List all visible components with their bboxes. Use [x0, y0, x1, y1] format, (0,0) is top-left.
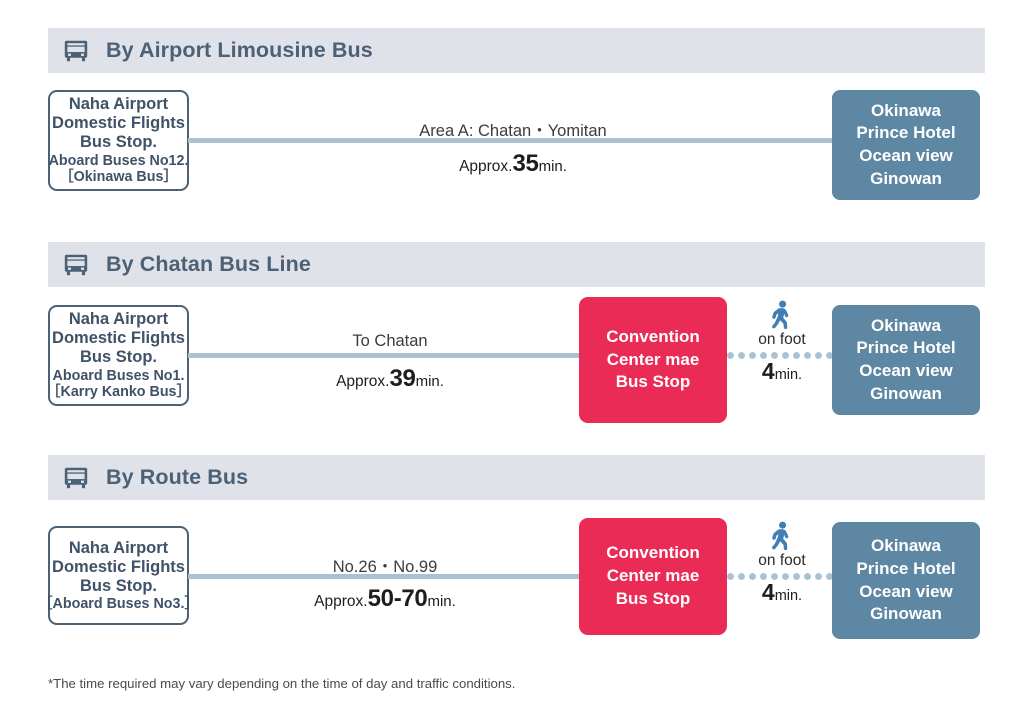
leg-duration: Approx.35min. — [288, 150, 738, 178]
transfer-line: Center mae — [606, 566, 700, 586]
destination-box: Okinawa Prince Hotel Ocean view Ginowan — [832, 90, 980, 200]
walk-transfer: on foot 4min. — [734, 521, 830, 606]
destination-line: Okinawa — [871, 315, 941, 335]
bus-icon — [64, 467, 88, 488]
origin-line: Aboard Buses No1. — [52, 367, 185, 384]
origin-line: ［Karry Kanko Bus］ — [46, 384, 191, 401]
destination-line: Ginowan — [870, 168, 942, 188]
walk-caption: on foot — [758, 331, 806, 348]
origin-line: Aboard Buses No12. — [48, 152, 189, 169]
duration-unit: min. — [538, 158, 567, 175]
origin-line: Bus Stop. — [80, 576, 157, 595]
route-row-route-bus: Naha Airport Domestic Flights Bus Stop. … — [0, 518, 1024, 646]
route-row-limousine-bus: Naha Airport Domestic Flights Bus Stop. … — [0, 90, 1024, 210]
origin-line: Bus Stop. — [80, 133, 157, 152]
section-header-chatan-bus-line: By Chatan Bus Line — [48, 242, 985, 287]
transfer-line: Bus Stop — [615, 588, 691, 608]
route-connector-line — [188, 574, 582, 579]
origin-line: Naha Airport — [68, 538, 169, 557]
pedestrian-icon — [772, 300, 789, 330]
origin-line: Domestic Flights — [52, 329, 185, 348]
route-connector-line — [188, 353, 582, 358]
section-title: By Chatan Bus Line — [106, 252, 311, 276]
walk-duration-unit: min. — [774, 367, 803, 383]
destination-line: Prince Hotel — [856, 558, 956, 578]
walk-transfer: on foot 4min. — [734, 300, 830, 385]
duration-unit: min. — [415, 373, 444, 390]
destination-line: Prince Hotel — [856, 123, 956, 143]
section-title: By Route Bus — [106, 465, 249, 489]
walk-connector-dotted-line — [727, 573, 837, 580]
walk-duration-unit: min. — [774, 588, 803, 604]
origin-line: Naha Airport — [68, 310, 169, 329]
leg-label: Area A: Chatan・Yomitan — [419, 122, 607, 140]
route-row-chatan-bus-line: Naha Airport Domestic Flights Bus Stop. … — [0, 297, 1024, 425]
destination-line: Ocean view — [859, 146, 953, 165]
walk-duration: 4min. — [734, 358, 830, 385]
approx-prefix: Approx. — [336, 373, 390, 390]
section-title: By Airport Limousine Bus — [106, 38, 373, 62]
leg-label: No.26・No.99 — [332, 558, 438, 576]
transfer-box: Convention Center mae Bus Stop — [579, 297, 727, 423]
destination-line: Prince Hotel — [856, 338, 956, 358]
destination-line: Ginowan — [870, 604, 942, 624]
origin-line: Naha Airport — [68, 95, 169, 114]
bus-icon — [64, 254, 88, 275]
destination-box: Okinawa Prince Hotel Ocean view Ginowan — [832, 522, 980, 639]
transfer-line: Center mae — [606, 349, 700, 369]
origin-box: Naha Airport Domestic Flights Bus Stop. … — [38, 526, 199, 625]
leg-label: To Chatan — [352, 332, 428, 350]
origin-line: ［Okinawa Bus］ — [59, 169, 178, 186]
destination-line: Okinawa — [871, 536, 941, 556]
transfer-line: Convention — [606, 543, 700, 563]
origin-line: Domestic Flights — [52, 114, 185, 133]
destination-line: Ginowan — [870, 383, 942, 403]
destination-line: Ocean view — [859, 581, 953, 601]
approx-prefix: Approx. — [459, 158, 513, 175]
destination-box: Okinawa Prince Hotel Ocean view Ginowan — [832, 305, 980, 415]
approx-prefix: Approx. — [314, 593, 368, 610]
leg-duration: Approx.50-70min. — [220, 585, 550, 613]
destination-line: Okinawa — [871, 100, 941, 120]
walk-duration-value: 4 — [761, 358, 775, 384]
duration-unit: min. — [427, 593, 456, 610]
walk-caption: on foot — [758, 552, 806, 569]
walk-duration-value: 4 — [761, 579, 775, 605]
transfer-box: Convention Center mae Bus Stop — [579, 518, 727, 635]
walk-connector-dotted-line — [727, 352, 837, 359]
origin-line: ［Aboard Buses No3.］ — [38, 595, 199, 612]
footnote: *The time required may vary depending on… — [48, 676, 516, 691]
duration-value: 39 — [389, 365, 416, 392]
transfer-line: Convention — [606, 326, 700, 346]
section-header-route-bus: By Route Bus — [48, 455, 985, 500]
origin-line: Domestic Flights — [52, 557, 185, 576]
origin-line: Bus Stop. — [80, 348, 157, 367]
leg-duration: Approx.39min. — [230, 365, 550, 393]
pedestrian-icon — [772, 521, 789, 551]
origin-box: Naha Airport Domestic Flights Bus Stop. … — [46, 305, 191, 406]
origin-box: Naha Airport Domestic Flights Bus Stop. … — [48, 90, 189, 191]
section-header-limousine-bus: By Airport Limousine Bus — [48, 28, 985, 73]
duration-value: 35 — [512, 150, 539, 177]
bus-icon — [64, 40, 88, 61]
route-connector-line — [188, 138, 834, 143]
transfer-line: Bus Stop — [615, 372, 691, 392]
walk-duration: 4min. — [734, 579, 830, 606]
destination-line: Ocean view — [859, 361, 953, 380]
duration-value: 50-70 — [367, 585, 428, 612]
